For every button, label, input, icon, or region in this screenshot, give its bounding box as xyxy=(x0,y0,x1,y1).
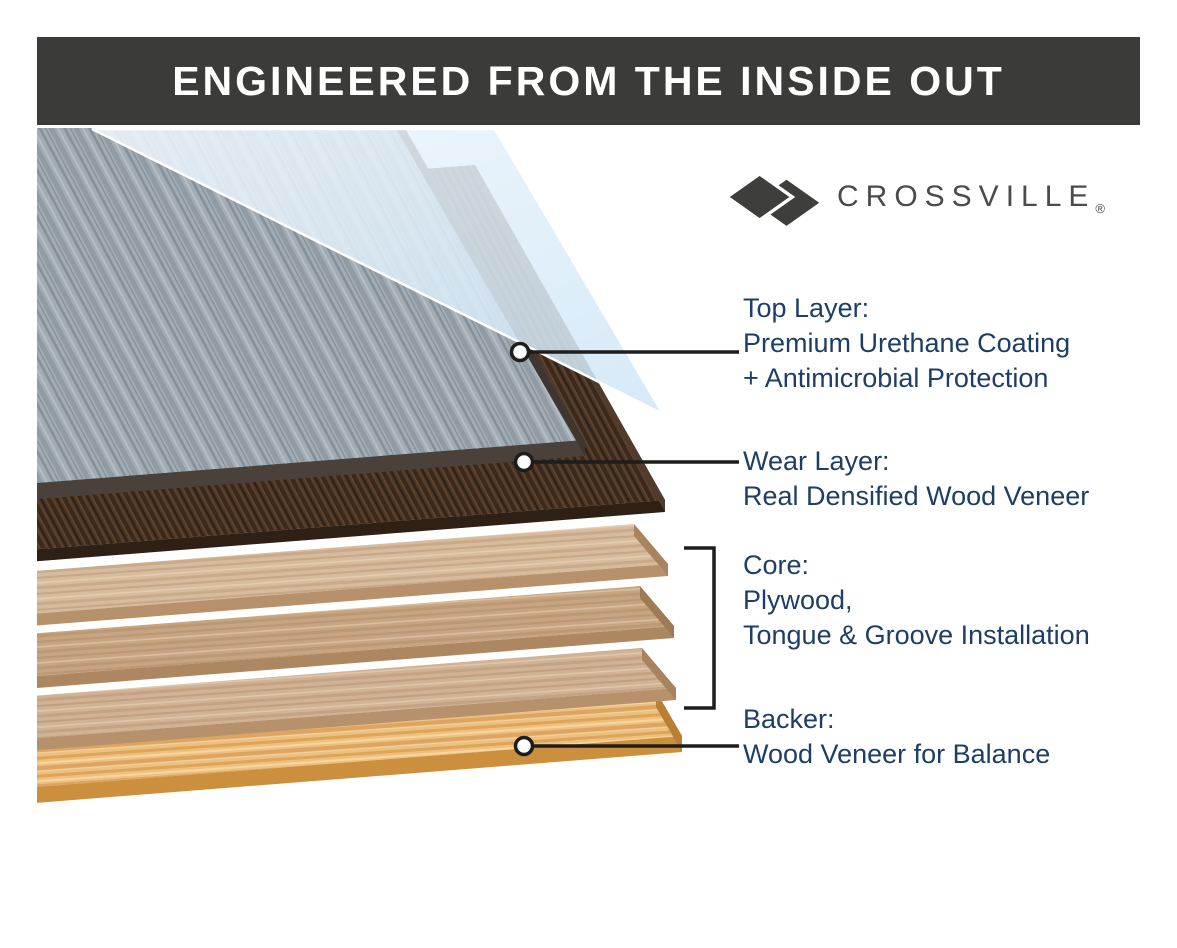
callout-wear-layer-line1: Real Densified Wood Veneer xyxy=(743,481,1090,511)
header-bar: ENGINEERED FROM THE INSIDE OUT xyxy=(37,37,1140,125)
page-title: ENGINEERED FROM THE INSIDE OUT xyxy=(172,57,1005,104)
callout-connectors xyxy=(509,341,739,757)
registered-mark: ® xyxy=(1095,201,1106,216)
callout-top-layer-line1: Premium Urethane Coating xyxy=(743,328,1071,358)
callout-top-layer-title: Top Layer: xyxy=(743,293,870,323)
callout-wear-layer: Wear Layer: Real Densified Wood Veneer xyxy=(743,444,1089,514)
crossville-diamond-icon xyxy=(725,171,820,226)
callout-core: Core: Plywood, Tongue & Groove Installat… xyxy=(743,548,1090,653)
callout-backer-title: Backer: xyxy=(743,704,835,734)
brand-logo: CROSSVILLE® xyxy=(725,164,1105,230)
callout-backer-line1: Wood Veneer for Balance xyxy=(743,739,1051,769)
backer-connector-dot xyxy=(513,735,535,757)
layer-core-plywood-1 xyxy=(37,524,668,626)
callout-backer: Backer: Wood Veneer for Balance xyxy=(743,702,1050,772)
top-layer-connector-dot xyxy=(509,341,531,363)
layer-core-plywood-3 xyxy=(37,648,676,751)
callout-top-layer-line2: + Antimicrobial Protection xyxy=(743,363,1049,393)
callout-top-layer: Top Layer: Premium Urethane Coating + An… xyxy=(743,291,1070,396)
callout-core-title: Core: xyxy=(743,550,810,580)
brand-name-text: CROSSVILLE xyxy=(837,180,1096,213)
core-bracket xyxy=(684,546,716,710)
callout-core-line1: Plywood, xyxy=(743,585,853,615)
layer-core-plywood-2 xyxy=(37,586,674,688)
callout-core-line2: Tongue & Groove Installation xyxy=(743,620,1090,650)
brand-name: CROSSVILLE® xyxy=(837,180,1106,216)
wear-layer-connector-dot xyxy=(513,451,535,473)
callout-wear-layer-title: Wear Layer: xyxy=(743,446,890,476)
